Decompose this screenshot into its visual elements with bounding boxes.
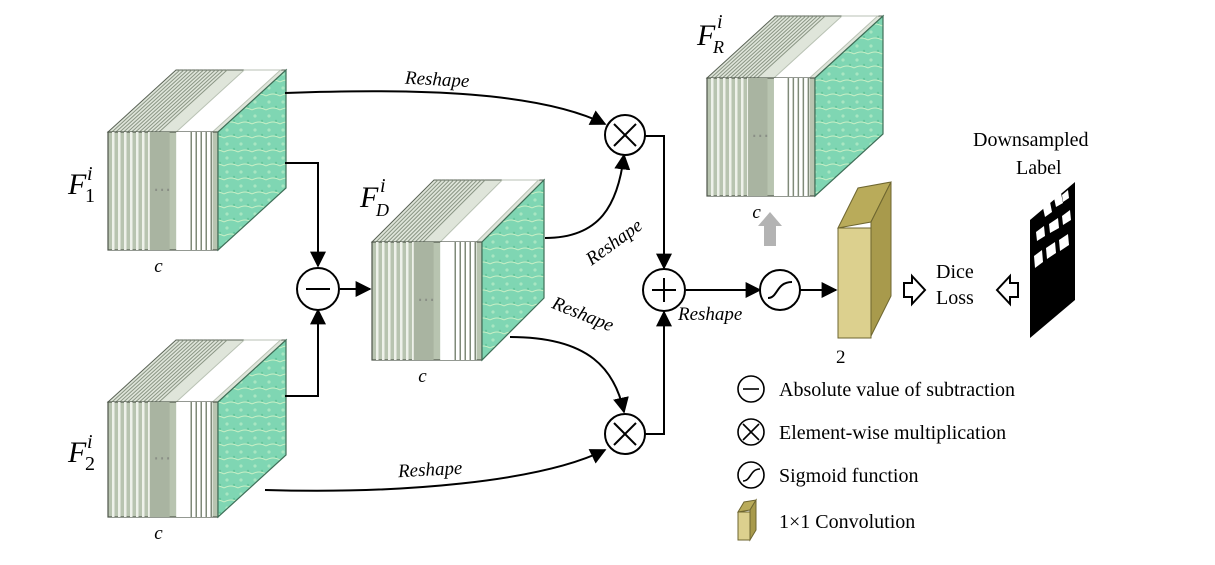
svg-text:i: i <box>717 11 723 33</box>
abs-subtract-icon <box>737 375 765 403</box>
svg-text:D: D <box>375 200 389 220</box>
hollow-arrow-right <box>903 273 927 307</box>
legend-text-conv: 1×1 Convolution <box>779 511 915 533</box>
add-operator <box>642 268 686 312</box>
cube-fd-channel-label: c <box>418 366 427 387</box>
multiply-operator-bottom <box>604 413 646 455</box>
edge-f1-to-mul-top <box>284 90 607 125</box>
conv-block <box>837 181 892 339</box>
cube-fr: …c <box>705 14 885 223</box>
svg-text:1: 1 <box>85 185 95 207</box>
svg-text:F: F <box>67 436 87 469</box>
feature-label-fd: F i D <box>359 175 389 220</box>
reshape-label-bottom: Reshape <box>396 458 462 482</box>
cube-f1: …c <box>106 68 288 277</box>
legend-item-multiply: Element-wise multiplication <box>737 418 1006 446</box>
reshape-label-mid: Reshape <box>677 304 742 325</box>
svg-text:i: i <box>380 175 386 197</box>
legend-text-sigmoid: Sigmoid function <box>779 465 918 487</box>
svg-text:F: F <box>67 168 87 201</box>
legend-text-subtract: Absolute value of subtraction <box>779 379 1015 401</box>
edge-fd-to-mul-top <box>544 153 631 239</box>
cube-f1-channel-label: c <box>154 256 163 277</box>
edge-mul-top-to-add <box>645 135 672 270</box>
reshape-label-top: Reshape <box>403 68 469 92</box>
feature-label-fr: F i R <box>696 11 724 57</box>
reshape-label-fd-up: Reshape <box>581 215 646 270</box>
legend: Absolute value of subtraction Element-wi… <box>737 375 1015 542</box>
multiply-icon <box>737 418 765 446</box>
feature-label-f2: F i 2 <box>67 431 95 475</box>
svg-text:2: 2 <box>85 453 95 475</box>
edge-f1-to-subtract <box>285 162 326 268</box>
cube-f2-dots: … <box>153 444 171 465</box>
sigmoid-icon <box>737 461 765 489</box>
cube-fd-dots: … <box>417 285 435 306</box>
legend-item-sigmoid: Sigmoid function <box>737 461 918 489</box>
cube-fr-channel-label: c <box>752 202 761 223</box>
edge-f2-to-subtract <box>285 308 326 397</box>
legend-item-conv: 1×1 Convolution <box>737 498 915 542</box>
cube-f1-dots: … <box>153 175 171 196</box>
downsampled-label-image <box>1030 182 1075 338</box>
edge-mul-bottom-to-add <box>645 310 672 435</box>
feature-label-f1: F i 1 <box>67 163 95 207</box>
reshape-label-fd-down: Reshape <box>548 292 616 336</box>
multiply-operator-top <box>604 114 646 156</box>
sigmoid-operator <box>759 269 801 311</box>
abs-subtract-operator <box>296 267 340 311</box>
edge-fd-to-mul-bottom <box>509 336 629 414</box>
downsampled-label-line1: Downsampled <box>973 129 1089 151</box>
conv-block-icon <box>737 498 757 542</box>
edge-f2-to-mul-bottom <box>264 449 607 492</box>
svg-text:F: F <box>359 181 379 214</box>
cube-fd: …c <box>370 178 546 387</box>
cube-f2: …c <box>106 338 288 544</box>
downsampled-label-line2: Label <box>1016 157 1062 179</box>
cube-fr-dots: … <box>751 121 769 142</box>
dice-loss-line1: Dice <box>936 261 974 283</box>
cube-f2-channel-label: c <box>154 523 163 544</box>
legend-item-subtract: Absolute value of subtraction <box>737 375 1015 403</box>
conv-channels-label: 2 <box>836 347 846 368</box>
legend-text-multiply: Element-wise multiplication <box>779 422 1006 444</box>
gray-up-arrow <box>758 212 782 246</box>
svg-text:F: F <box>696 19 716 52</box>
svg-text:R: R <box>712 37 724 57</box>
hollow-arrow-left <box>995 273 1019 307</box>
svg-text:i: i <box>87 431 93 453</box>
svg-text:i: i <box>87 163 93 185</box>
dice-loss-line2: Loss <box>936 287 974 309</box>
